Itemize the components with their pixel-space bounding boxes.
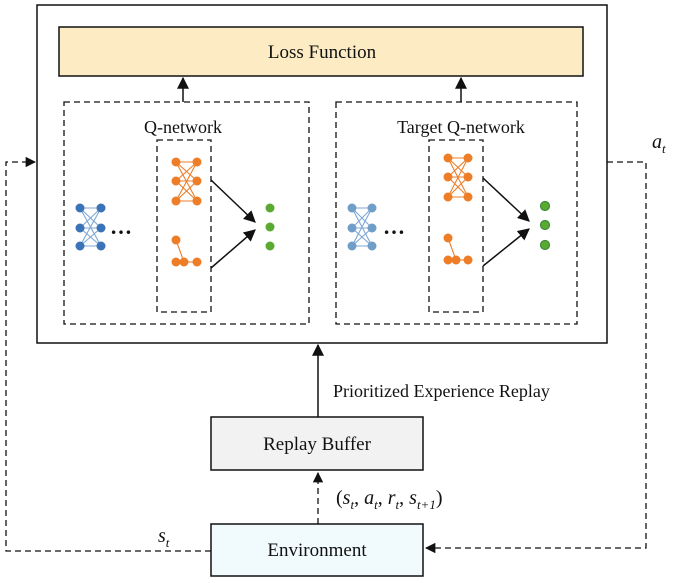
network-edge: [447, 157, 469, 198]
output-node: [265, 241, 275, 251]
network-node: [367, 203, 377, 213]
agent-outer-box: [36, 4, 608, 344]
network-node: [463, 255, 473, 265]
environment-box: [210, 523, 424, 577]
state-label: st: [158, 525, 170, 550]
network-node: [192, 176, 202, 186]
network-node: [96, 223, 106, 233]
replay-buffer-box: [210, 416, 424, 471]
q-network-ellipsis: …: [110, 214, 132, 239]
network-edge: [79, 207, 102, 247]
network-node: [96, 241, 106, 251]
network-node: [96, 203, 106, 213]
t-lower-to-output-arrow: [482, 228, 530, 267]
q-network-box: [63, 101, 310, 325]
target-input-layers-icon: [347, 203, 377, 251]
network-node: [451, 255, 461, 265]
network-node: [75, 241, 85, 251]
state-feedback-arrow: [5, 156, 211, 552]
transition-tuple-label: (st, at, rt, st+1): [336, 487, 443, 512]
network-edge: [175, 180, 198, 202]
output-node: [539, 200, 551, 212]
target-ellipsis: …: [383, 214, 405, 239]
network-node: [367, 241, 377, 251]
output-node: [265, 203, 275, 213]
loss-function-box: [58, 26, 584, 77]
network-node: [179, 257, 189, 267]
network-edge: [447, 157, 469, 178]
network-edge: [79, 227, 102, 247]
network-node: [171, 235, 181, 245]
q-network-hidden-upper-icon: [171, 157, 202, 206]
network-node: [171, 157, 181, 167]
target-hidden-upper-icon: [443, 153, 473, 202]
network-edge: [351, 207, 373, 247]
network-node: [192, 157, 202, 167]
network-node: [192, 257, 202, 267]
network-edge: [79, 207, 102, 229]
network-edge: [351, 207, 373, 229]
action-label: at: [652, 131, 666, 156]
target-q-network-box: [335, 101, 578, 325]
q-network-input-layers-icon: [75, 203, 106, 251]
q-network-label-bg: [132, 114, 234, 140]
target-hidden-lower-icon: [443, 233, 473, 265]
q-upper-to-output-arrow: [210, 179, 256, 223]
network-node: [443, 255, 453, 265]
q-network-output-nodes-icon: [265, 203, 275, 251]
network-node: [443, 172, 453, 182]
target-q-network-label-bg: [373, 114, 549, 140]
network-node: [443, 153, 453, 163]
output-node: [539, 239, 551, 251]
q-network-label: Q-network: [144, 117, 222, 137]
prioritized-replay-label: Prioritized Experience Replay: [333, 381, 550, 401]
replay-buffer-label: Replay Buffer: [263, 434, 371, 455]
t-upper-to-output-arrow: [482, 177, 530, 222]
network-node: [443, 233, 453, 243]
network-node: [171, 196, 181, 206]
network-node: [367, 223, 377, 233]
target-inner-box: [428, 139, 484, 313]
q-network-hidden-lower-icon: [171, 235, 202, 267]
q-lower-to-output-arrow: [210, 229, 256, 269]
target-output-nodes-icon: [539, 200, 551, 251]
network-edge: [175, 161, 198, 202]
network-node: [171, 257, 181, 267]
environment-label: Environment: [267, 540, 367, 561]
action-arrow: [424, 161, 647, 554]
network-edge: [447, 176, 469, 198]
network-node: [75, 203, 85, 213]
network-node: [443, 192, 453, 202]
network-node: [192, 196, 202, 206]
network-node: [347, 223, 357, 233]
target-q-network-label: Target Q-network: [397, 117, 525, 137]
network-node: [171, 176, 181, 186]
network-node: [463, 192, 473, 202]
network-node: [463, 172, 473, 182]
q-network-inner-box: [156, 139, 212, 313]
loss-function-label: Loss Function: [268, 42, 377, 63]
output-node: [539, 219, 551, 231]
network-node: [463, 153, 473, 163]
output-node: [265, 222, 275, 232]
network-node: [347, 241, 357, 251]
network-node: [75, 223, 85, 233]
network-node: [347, 203, 357, 213]
network-edge: [175, 161, 198, 182]
